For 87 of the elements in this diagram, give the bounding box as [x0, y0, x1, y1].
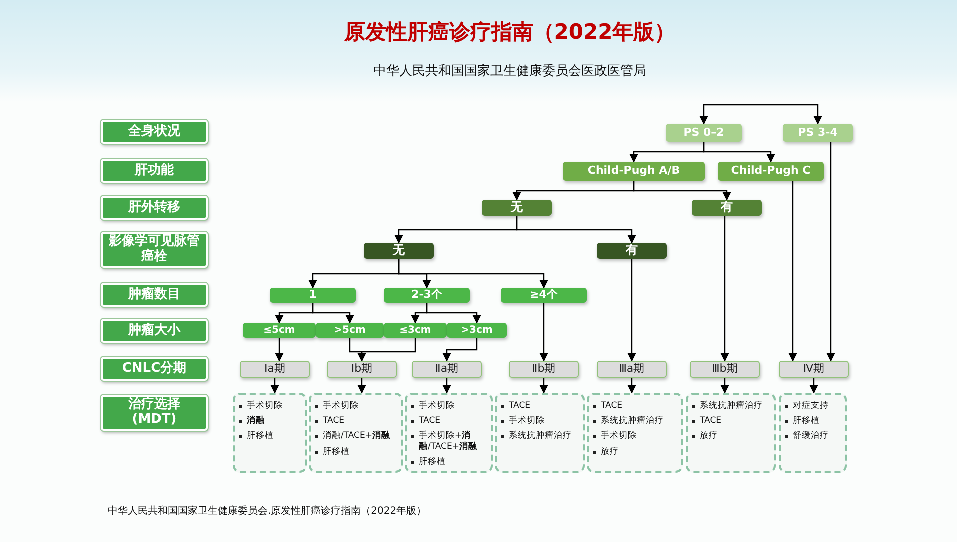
- decision-node: 无: [482, 200, 552, 216]
- stage-node: Ⅰb期: [327, 361, 397, 378]
- decision-node: 1: [270, 288, 356, 303]
- subtitle: 中华人民共和国国家卫生健康委员会医政医管局: [372, 63, 648, 80]
- treatment-item: 手术切除: [509, 416, 546, 426]
- arrow: [703, 142, 776, 163]
- arrow: [633, 181, 732, 201]
- category-label: 治疗选择(MDT): [101, 395, 208, 431]
- arrow: [312, 303, 354, 324]
- category-label: CNLC分期: [101, 357, 208, 381]
- arrow: [826, 142, 836, 362]
- treatment-item: 系统抗肿瘤治疗: [601, 416, 665, 426]
- category-label: 肝外转移: [101, 196, 208, 220]
- stage-node: Ⅰa期: [240, 361, 310, 378]
- treatment-panel: [309, 393, 403, 473]
- treatment-item: TACE: [419, 416, 442, 426]
- decision-node: Child-Pugh A/B: [563, 162, 705, 181]
- decision-node: 无: [364, 243, 434, 259]
- treatment-item: TACE: [700, 416, 723, 426]
- treatment-item: 肝移植: [247, 431, 275, 442]
- arrow: [426, 303, 482, 324]
- treatment-item: 放疗: [601, 446, 620, 457]
- stage-node: Ⅲb期: [690, 361, 760, 378]
- decision-node: PS 0–2: [666, 124, 742, 142]
- category-label: 肝功能: [101, 159, 208, 183]
- category-label: 影像学可见脉管癌栓: [101, 232, 208, 268]
- treatment-item: 肝移植: [323, 446, 351, 457]
- arrow: [398, 259, 548, 289]
- source-caption: 中华人民共和国国家卫生健康委员会.原发性肝癌诊疗指南（2022年版）: [108, 504, 427, 518]
- treatment-item: 手术切除: [601, 431, 638, 442]
- arrow: [540, 378, 548, 394]
- decision-node: 2-3个: [384, 288, 470, 303]
- arrow: [358, 338, 416, 362]
- stage-node: Ⅳ期: [779, 361, 849, 378]
- decision-node: >5cm: [316, 323, 384, 338]
- treatment-panel: [495, 393, 585, 473]
- treatment-item: 对症支持: [793, 401, 830, 412]
- treatment-panel: [686, 393, 776, 473]
- stage-node: Ⅲa期: [597, 361, 667, 378]
- treatment-panel: [587, 393, 683, 473]
- treatment-item: 手术切除+消融/TACE+消融: [419, 431, 478, 452]
- arrow: [275, 338, 284, 362]
- arrow: [270, 378, 280, 394]
- treatment-item: 手术切除: [247, 401, 284, 412]
- category-label: 肿瘤大小: [101, 319, 208, 343]
- decision-node: PS 3-4: [783, 124, 853, 142]
- treatment-item: 肝移植: [419, 456, 447, 467]
- stage-node: Ⅱa期: [412, 361, 482, 378]
- arrow: [540, 303, 548, 362]
- stage-node: Ⅱb期: [509, 361, 579, 378]
- treatment-item: 手术切除: [323, 401, 360, 412]
- treatment-item: 消融/TACE+消融: [323, 431, 392, 442]
- treatment-panel: [233, 393, 307, 473]
- treatment-item: 消融: [247, 416, 266, 426]
- arrow: [516, 216, 636, 244]
- arrow: [720, 378, 730, 394]
- arrow: [760, 104, 822, 125]
- treatment-item: 肝移植: [793, 416, 821, 426]
- treatment-item: TACE: [509, 401, 532, 412]
- treatment-item: 系统抗肿瘤治疗: [700, 401, 764, 412]
- category-label: 肿瘤数目: [101, 283, 208, 307]
- decision-node: Child-Pugh C: [718, 162, 824, 181]
- decision-node: 有: [597, 243, 667, 259]
- arrow: [442, 378, 452, 394]
- arrow: [442, 338, 478, 362]
- arrow: [358, 378, 366, 394]
- title: 原发性肝癌诊疗指南（2022年版）: [343, 19, 677, 46]
- treatment-panel: [405, 393, 493, 473]
- arrow: [788, 181, 798, 362]
- decision-node: 有: [692, 200, 762, 216]
- treatment-item: 舒缓治疗: [793, 431, 830, 442]
- arrow: [628, 259, 636, 362]
- decision-node: ≥4个: [501, 288, 587, 303]
- arrow: [700, 104, 760, 125]
- treatment-item: TACE: [601, 401, 624, 412]
- arrow: [628, 378, 636, 394]
- decision-node: ≤3cm: [384, 323, 447, 338]
- treatment-item: 放疗: [700, 431, 719, 442]
- arrow: [810, 378, 818, 394]
- treatment-item: TACE: [323, 416, 346, 426]
- treatment-item: 手术切除: [419, 401, 456, 412]
- arrow: [720, 216, 730, 362]
- category-label: 全身状况: [101, 120, 208, 144]
- decision-node: >3cm: [447, 323, 507, 338]
- treatment-panel: [779, 393, 847, 473]
- decision-node: ≤5cm: [243, 323, 316, 338]
- treatment-item: 系统抗肿瘤治疗: [509, 431, 573, 442]
